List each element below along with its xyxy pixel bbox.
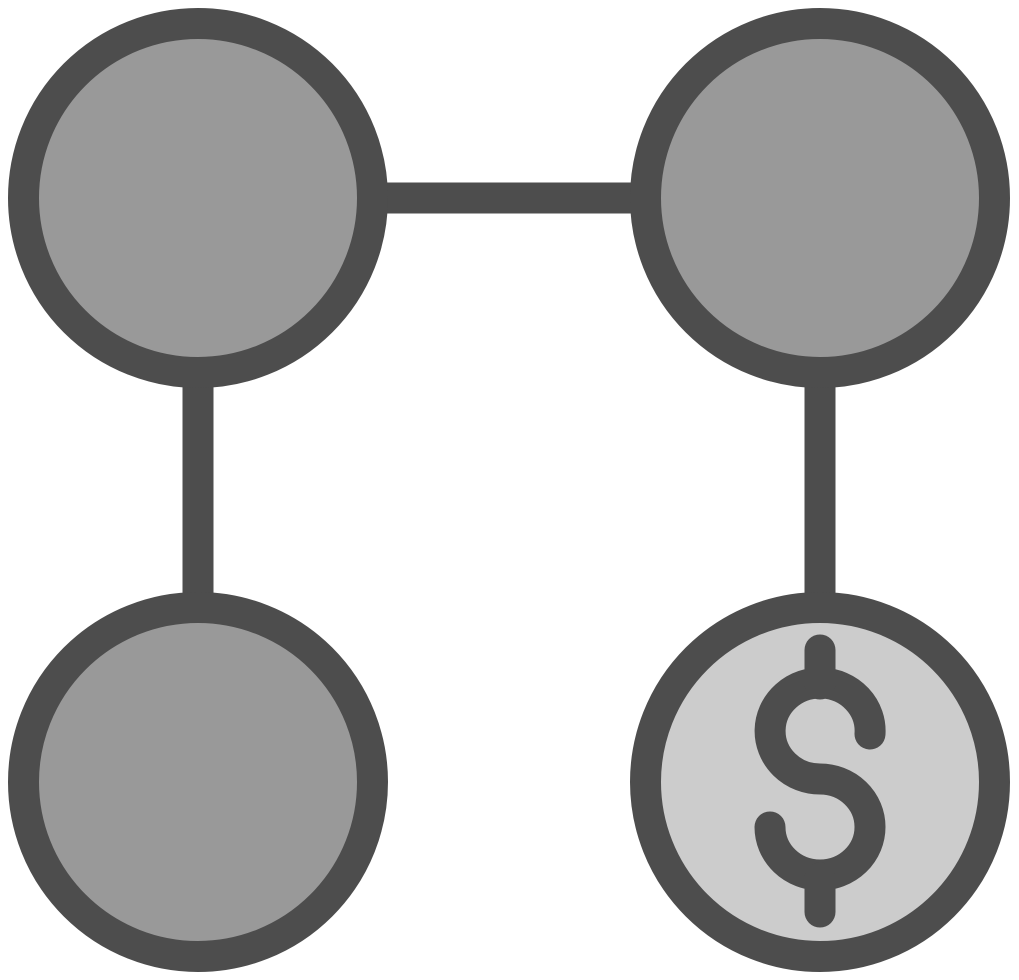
node-top-left-icon [8,8,388,388]
node-top-right-icon [630,8,1010,388]
connector-lines [182,182,836,600]
node-bottom-left-icon [8,592,388,972]
dollar-sign-icon [754,634,886,928]
network-nodes [8,8,1010,972]
